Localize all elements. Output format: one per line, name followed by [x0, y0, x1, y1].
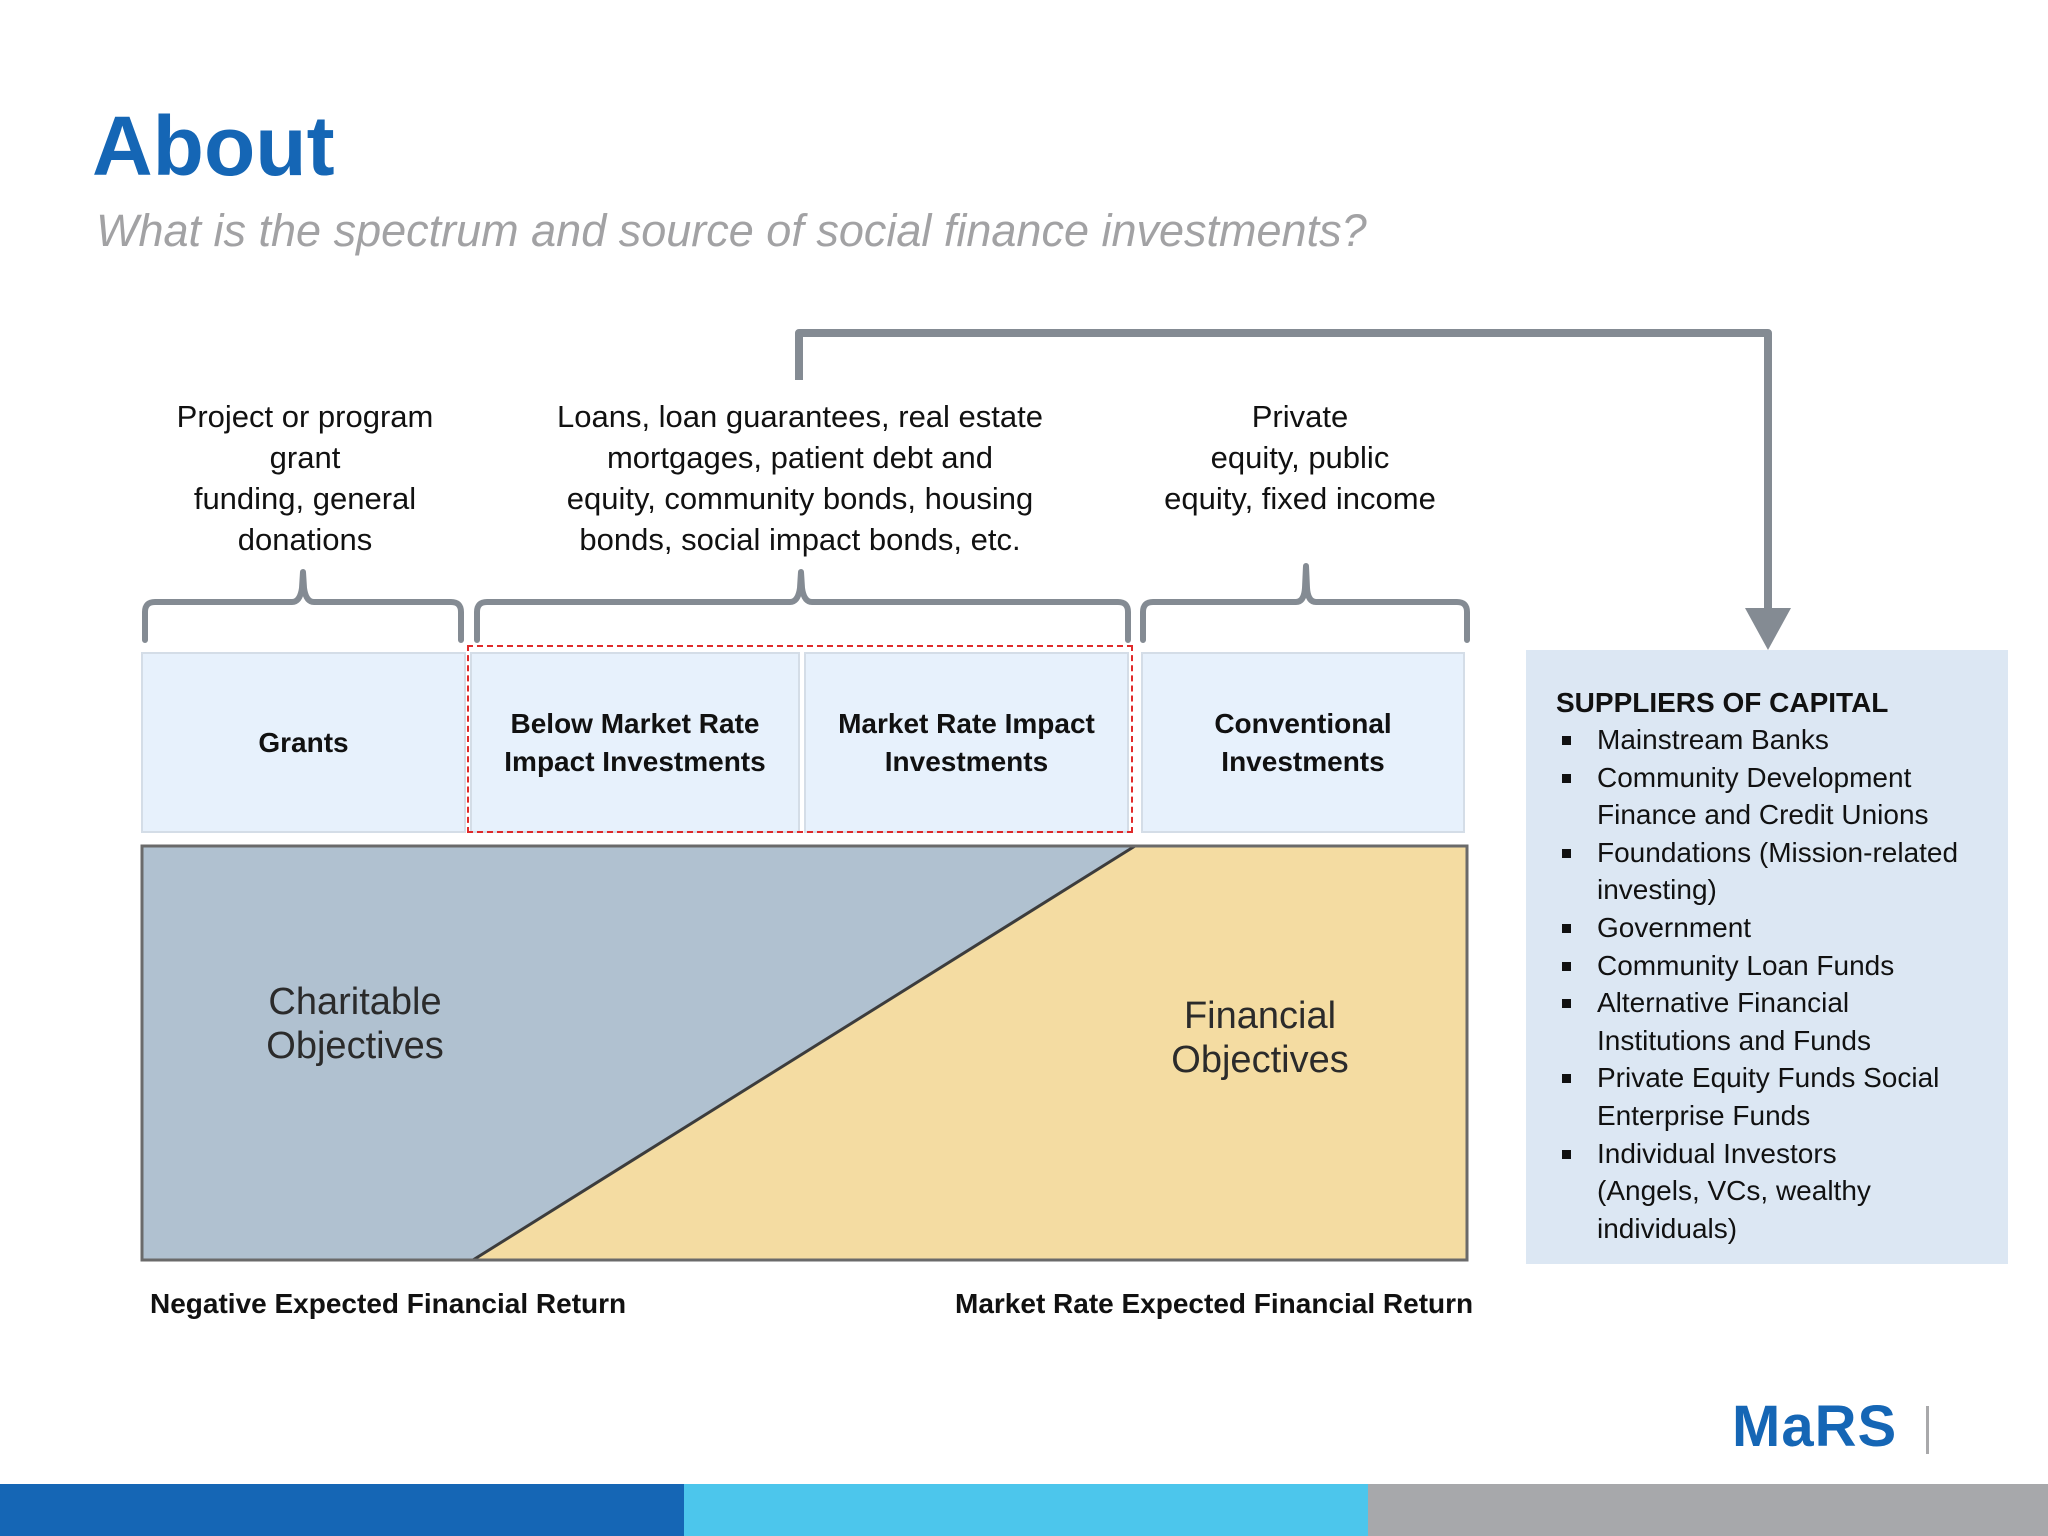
square-bullet-icon [1562, 1149, 1571, 1159]
supplier-item-line: Community Loan Funds [1597, 949, 1895, 981]
conventional-description-line: equity, fixed income [1164, 481, 1436, 516]
bracket-grants [142, 569, 464, 643]
supplier-item-line: Individual Investors [1597, 1137, 1837, 1169]
objective-label-line: Objectives [1171, 1039, 1349, 1081]
square-bullet-icon [1562, 736, 1571, 745]
supplier-item: Individual Investors (Angels, VCs, wealt… [1556, 1135, 1978, 1248]
supplier-item: Community Development Finance and Credit… [1556, 759, 1978, 834]
supplier-item-line: (Angels, VCs, wealthy [1597, 1175, 1871, 1207]
page-subtitle: What is the spectrum and source of socia… [96, 205, 1367, 256]
supplier-item-line: Alternative Financial [1597, 987, 1850, 1019]
impact-description-line: mortgages, patient debt and [606, 440, 994, 475]
grants-description-line: grant [269, 440, 341, 475]
supplier-item: Community Loan Funds [1556, 947, 1978, 985]
category-label: Grants [258, 726, 349, 758]
category-market-rate-impact: Market Rate Impact Investments [804, 652, 1129, 833]
negative-return-label: Negative Expected Financial Return [150, 1288, 627, 1319]
suppliers-of-capital-panel: SUPPLIERS OF CAPITAL Mainstream Banks Co… [1526, 650, 2008, 1264]
suppliers-heading: SUPPLIERS OF CAPITAL [1556, 687, 1889, 718]
supplier-item: Government [1556, 909, 1978, 947]
footer-stripe-cyan [684, 1484, 1368, 1536]
conventional-description-line: Private [1251, 399, 1349, 434]
impact-description-line: bonds, social impact bonds, etc. [579, 522, 1021, 557]
page-title: About [92, 99, 335, 193]
square-bullet-icon [1562, 848, 1571, 858]
footer-stripe-gray [1368, 1484, 2048, 1536]
supplier-item: Private Equity Funds Social Enterprise F… [1556, 1059, 1978, 1134]
impact-investments-highlight [467, 645, 1133, 833]
grants-description-line: donations [237, 522, 373, 557]
logo-divider [1926, 1406, 1929, 1454]
category-label: Market Rate Impact [838, 707, 1095, 739]
charitable-region [142, 846, 1135, 1260]
charitable-objectives-label: Charitable Objectives [250, 980, 460, 1068]
supplier-item: Foundations (Mission-related investing) [1556, 834, 1978, 909]
supplier-item-line: Foundations (Mission-related [1597, 836, 1959, 868]
objective-label-line: Objectives [266, 1025, 444, 1067]
bracket-impact [474, 569, 1131, 643]
category-label: Investments [1221, 745, 1385, 777]
suppliers-connector-arrow [795, 329, 1791, 650]
supplier-item: Mainstream Banks [1556, 721, 1978, 759]
market-return-label: Market Rate Expected Financial Return [955, 1288, 1474, 1319]
supplier-item: Alternative Financial Institutions and F… [1556, 984, 1978, 1059]
category-label: Impact Investments [504, 745, 766, 777]
square-bullet-icon [1562, 1074, 1571, 1084]
objective-label-line: Financial [1183, 995, 1337, 1037]
grants-description-line: Project or program [176, 399, 434, 434]
category-label: Conventional [1214, 707, 1392, 739]
category-label: Investments [884, 745, 1049, 777]
category-grants: Grants [141, 652, 466, 833]
conventional-description-line: equity, public [1210, 440, 1390, 475]
impact-description-line: equity, community bonds, housing [566, 481, 1034, 516]
objective-label-line: Charitable [268, 981, 442, 1023]
supplier-item-line: Enterprise Funds [1597, 1099, 1811, 1131]
grants-description-line: funding, general [193, 481, 417, 516]
grants-description: Project or program grant funding, genera… [150, 396, 460, 560]
financial-region [473, 846, 1467, 1260]
supplier-item-line: Government [1597, 911, 1752, 943]
supplier-item-line: Private Equity Funds Social [1597, 1062, 1940, 1094]
category-label: Below Market Rate [510, 707, 760, 739]
conventional-description: Private equity, public equity, fixed inc… [1130, 396, 1470, 519]
square-bullet-icon [1562, 999, 1571, 1009]
bracket-conventional [1140, 563, 1470, 643]
supplier-item-line: Community Development [1597, 761, 1912, 793]
square-bullet-icon [1562, 961, 1571, 971]
supplier-item-line: investing) [1597, 874, 1717, 906]
mars-logo: MaRS [1732, 1394, 1898, 1459]
supplier-item-line: individuals) [1597, 1212, 1738, 1244]
objectives-divider-line [472, 844, 1136, 1262]
impact-description-line: Loans, loan guarantees, real estate [556, 399, 1043, 434]
category-conventional: Conventional Investments [1141, 652, 1465, 833]
objectives-band-border [140, 844, 1469, 1262]
supplier-item-line: Mainstream Banks [1597, 724, 1829, 755]
square-bullet-icon [1562, 923, 1571, 933]
supplier-item-line: Finance and Credit Unions [1597, 799, 1929, 831]
objectives-band [140, 844, 1469, 1262]
square-bullet-icon [1562, 773, 1571, 783]
supplier-item-line: Institutions and Funds [1597, 1024, 1871, 1056]
financial-objectives-label: Financial Objectives [1150, 994, 1370, 1082]
impact-description: Loans, loan guarantees, real estate mort… [540, 396, 1060, 560]
footer-stripe-blue [0, 1484, 684, 1536]
suppliers-list: Mainstream Banks Community Development F… [1556, 721, 1978, 1247]
